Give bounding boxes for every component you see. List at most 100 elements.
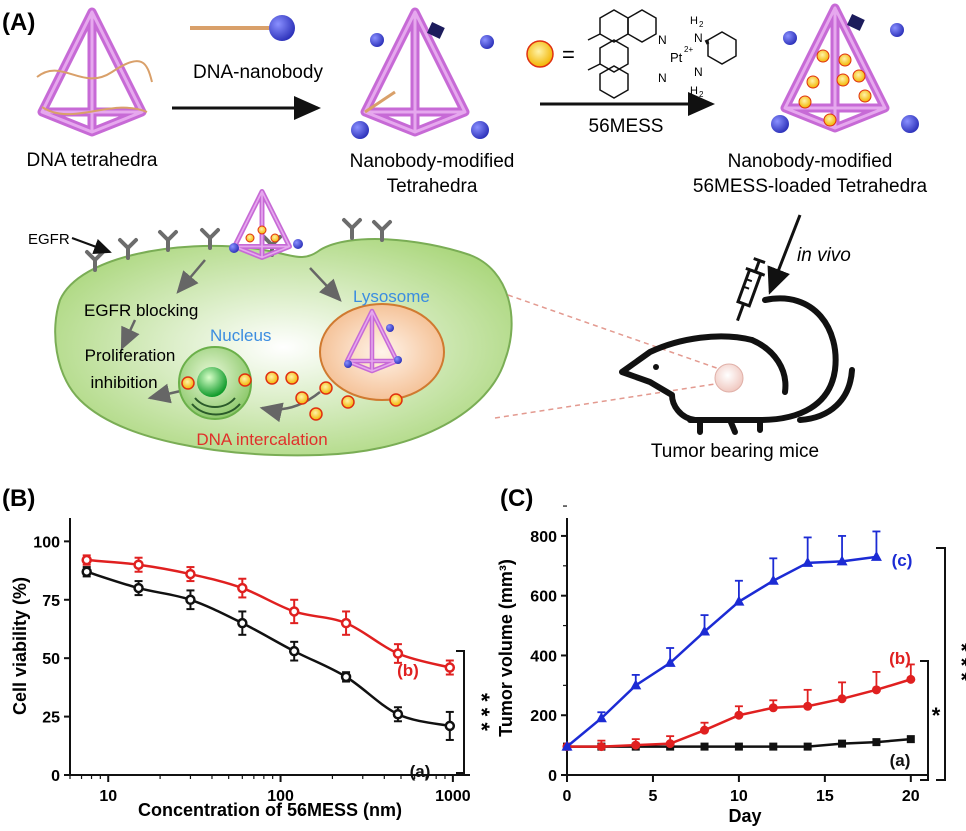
struct-h-2: H (690, 85, 698, 97)
chart-b-xlabel: Concentration of 56MESS (nm) (138, 800, 402, 820)
tumor-mice-label: Tumor bearing mice (651, 441, 819, 462)
zoom-line-top (507, 294, 729, 373)
chart-b-axes (69, 518, 470, 776)
in-vivo-arrow (767, 214, 802, 295)
nanobody-tetra-label-1: Nanobody-modified (350, 151, 515, 172)
chart-c-data-point (767, 574, 779, 585)
chart-b-data-point (237, 617, 248, 629)
chart-c-data-point (561, 740, 573, 751)
struct-n-2: N (658, 71, 667, 85)
lysosome-label: Lysosome (353, 287, 430, 306)
loaded-tetrahedron-illustration (771, 8, 919, 133)
chart-c-data-point (631, 740, 641, 750)
nanobody-tetra-label-2: Tetrahedra (387, 176, 478, 197)
chart-b-data-point (133, 582, 144, 594)
chart-c-data-point (803, 742, 812, 751)
chart-c-data-point (871, 685, 881, 695)
chart-b-data-point (340, 671, 352, 683)
chart-c-data-point (664, 656, 676, 667)
chart-b-data-point (81, 566, 92, 577)
chart-b-plot (81, 554, 456, 741)
struct-2-1: 2 (699, 20, 704, 29)
egfr-blocking-label: EGFR blocking (84, 301, 198, 320)
chart-c-xlabel: Day (728, 806, 761, 826)
struct-h-1: H (690, 15, 698, 27)
chart-c-data-point (665, 739, 675, 749)
chart-c-axes (566, 518, 928, 776)
chart-b-series-b-label: (b) (397, 661, 419, 680)
chart-c-data-point (699, 625, 711, 636)
chart-c-x-tick-label: 15 (816, 788, 834, 805)
chart-b-data-point (288, 606, 300, 617)
chart-b-ylabel: Cell viability (%) (10, 577, 30, 715)
equals-sign: = (562, 42, 575, 67)
chart-b-y-tick-label: 0 (51, 768, 60, 785)
syringe-icon (736, 257, 766, 322)
chart-b-data-point (237, 582, 248, 594)
56mess-arrow-label: 56MESS (589, 116, 664, 137)
chart-c-data-point (700, 742, 709, 751)
chart-c-data-point (870, 550, 882, 561)
loaded-tetra-label-2: 56MESS-loaded Tetrahedra (693, 176, 928, 197)
in-vivo-label: in vivo (797, 245, 851, 266)
chart-b-x-tick-label: 100 (267, 788, 294, 805)
chart-c-data-point (802, 556, 814, 567)
chart-b-data-point (185, 568, 196, 580)
struct-n-1: N (658, 33, 667, 47)
chart-c-bracket-single (920, 660, 929, 781)
chart-b-y-tick-label: 75 (42, 593, 60, 610)
chart-b-y-tick-label: 50 (42, 651, 60, 668)
chart-b-x-ticks: 10 100 1000 (69, 775, 471, 805)
panel-a-label: (A) (2, 9, 35, 36)
chart-b-series-a-label: (a) (410, 762, 431, 781)
chart-b-y-tick-label: 100 (33, 534, 60, 551)
chart-c-significance-single: * (932, 703, 941, 728)
dna-nanobody-label: DNA-nanobody (193, 62, 323, 83)
chart-c-series-b-label: (b) (889, 649, 911, 668)
zoom-line-bottom (494, 381, 729, 419)
chart-b-x-tick-label: 10 (99, 788, 117, 805)
chart-c-y-tick-label: 600 (530, 589, 557, 606)
panel-a: (A) DNA tetrahedra DNA-nanobody Nanobody… (2, 8, 927, 462)
chart-c-data-point (630, 679, 642, 690)
struct-nh-2: N (694, 65, 703, 79)
chart-b-data-point (340, 617, 352, 629)
chart-c-data-point (906, 674, 916, 684)
nucleus-label: Nucleus (210, 326, 271, 345)
chart-c-data-point (837, 694, 847, 704)
chart-c-data-point (838, 739, 847, 748)
chart-c-data-point (768, 703, 778, 713)
chart-c-significance-triple: * * * (949, 643, 966, 681)
panel-b-label: (B) (2, 485, 35, 512)
tumor-icon (714, 363, 744, 393)
egfr-label: EGFR (28, 231, 70, 248)
chart-b-data-point (81, 554, 92, 566)
chart-c-series-c-line (566, 555, 877, 748)
chart-c-ylabel: Tumor volume (mm³) (496, 559, 516, 737)
chart-c-x-tick-label: 20 (902, 788, 920, 805)
tetrahedra-label: DNA tetrahedra (27, 150, 158, 171)
chart-c-data-point (734, 742, 743, 751)
dna-intercalation-label: DNA intercalation (196, 430, 327, 449)
chart-c-series-c-label: (c) (892, 551, 913, 570)
nanobody-tetrahedron-illustration (351, 12, 494, 139)
chart-b-data-point (288, 645, 300, 657)
struct-nh-1: N (694, 31, 703, 45)
chart-b-data-point (444, 662, 456, 673)
mouse-icon (619, 295, 855, 435)
proliferation-label-1: Proliferation (85, 346, 176, 365)
chart-c-y-tick-label: 800 (530, 529, 557, 546)
proliferation-label-2: inhibition (90, 373, 157, 392)
chart-c-data-point (769, 742, 778, 751)
chart-c-data-point (700, 725, 710, 735)
chart-b-x-tick-label: 1000 (435, 788, 471, 805)
chart-c-y-tick-label: 0 (548, 768, 557, 785)
chart-c-data-point (733, 595, 745, 606)
chart-b-data-point (392, 709, 404, 720)
